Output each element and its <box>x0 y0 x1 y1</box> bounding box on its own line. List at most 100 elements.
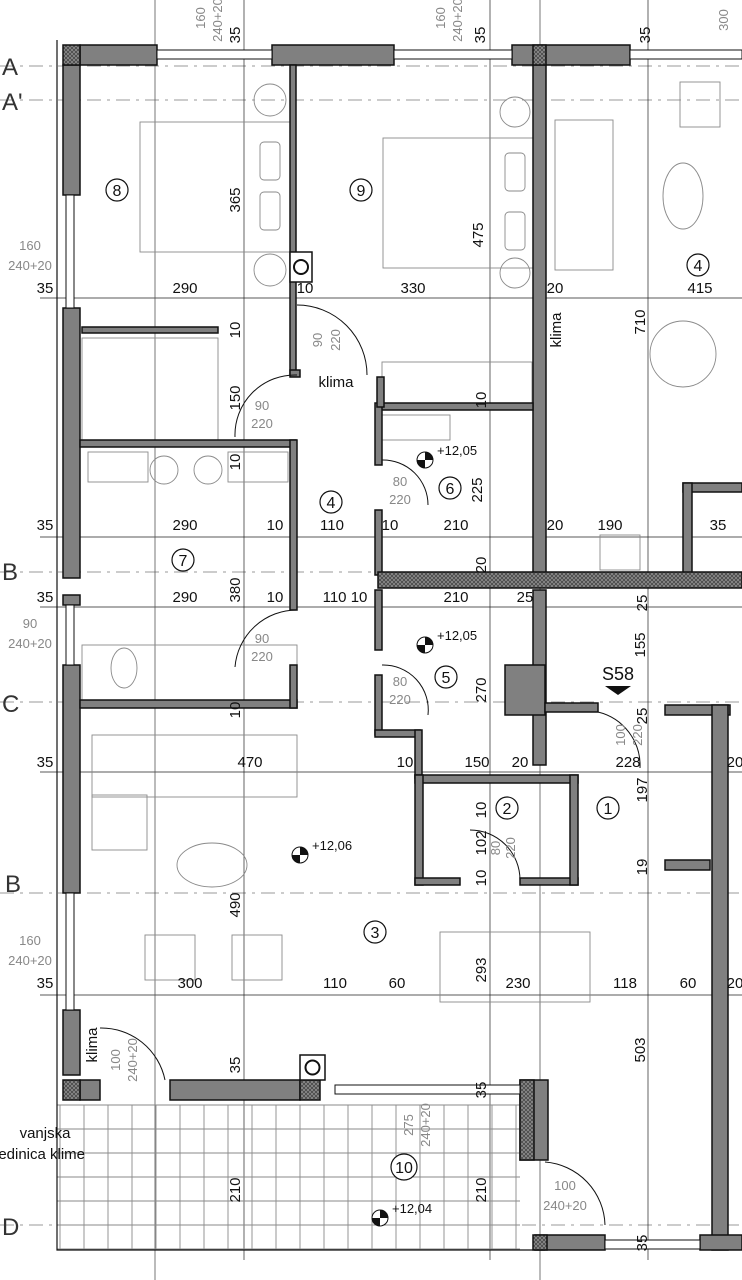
structural-column <box>299 1079 321 1101</box>
wall <box>374 402 383 466</box>
furniture-item <box>139 121 291 253</box>
structural-column <box>62 44 81 66</box>
dimension-label: 240+20 <box>8 636 52 651</box>
dimension-label: 10 <box>227 702 244 719</box>
room-number: 4 <box>327 495 336 512</box>
wall <box>414 774 579 784</box>
nightstand <box>253 83 287 117</box>
window <box>629 49 742 60</box>
room-number: 6 <box>446 481 455 498</box>
dimension-label: 290 <box>172 280 197 297</box>
wall <box>532 64 547 576</box>
dimension-label: 210 <box>227 1177 244 1202</box>
elevation-marker-fill <box>417 637 433 653</box>
wall <box>664 704 731 716</box>
dimension-label: 10 <box>227 454 244 471</box>
klima-label: klima <box>548 312 565 348</box>
elevation-label: +12,05 <box>437 628 477 643</box>
nightstand <box>499 96 531 128</box>
wall <box>271 44 395 66</box>
dimension-label: 90 <box>23 616 37 631</box>
outdoor-unit-label: vanjska <box>20 1125 72 1142</box>
nightstand <box>149 455 179 485</box>
window <box>65 892 75 1011</box>
dimension-label: 60 <box>389 975 406 992</box>
door-size-label: 220 <box>328 329 343 351</box>
furniture-item <box>144 934 196 981</box>
wall <box>289 664 298 709</box>
dimension-label: 415 <box>687 280 712 297</box>
wall <box>569 774 579 886</box>
wall <box>79 439 297 448</box>
dimension-label: 490 <box>227 892 244 917</box>
room-number-circle <box>105 178 129 202</box>
door-size-label: 80 <box>393 674 407 689</box>
dimension-label: 290 <box>172 517 197 534</box>
dimension-label: 20 <box>727 975 742 992</box>
wall <box>504 664 546 716</box>
dimension-label: 10 <box>267 589 284 606</box>
structural-column <box>519 1079 535 1161</box>
dimension-label: 300 <box>177 975 202 992</box>
dimension-label: 190 <box>597 517 622 534</box>
door-size-label: 100 <box>554 1178 576 1193</box>
furniture-item <box>679 81 721 128</box>
furniture-item <box>231 934 283 981</box>
dimension-label: 35 <box>227 27 244 44</box>
dimension-label: 240+20 <box>450 0 465 42</box>
wall <box>414 877 461 886</box>
vent-icon <box>293 259 309 275</box>
room-number-circle <box>438 476 462 500</box>
wall <box>289 64 297 376</box>
pillow <box>259 141 281 181</box>
door-swing <box>381 459 429 506</box>
furniture-item <box>599 534 641 571</box>
dimension-label: 110 <box>320 517 344 534</box>
dimension-label: 503 <box>632 1037 649 1062</box>
wall <box>79 1079 101 1101</box>
rug <box>110 647 138 689</box>
dimension-label: 60 <box>680 975 697 992</box>
dimension-label: 20 <box>727 754 742 771</box>
room-number: 7 <box>179 553 188 570</box>
wall <box>62 594 81 606</box>
dimension-label: 35 <box>37 975 54 992</box>
structural-column <box>62 1079 81 1101</box>
pillow <box>504 152 526 192</box>
furniture-item <box>439 931 591 1003</box>
room-number: 10 <box>395 1160 413 1177</box>
door-size-label: 90 <box>255 398 269 413</box>
dimension-label: 10 <box>473 392 490 409</box>
wall <box>62 307 81 579</box>
dimension-label: 10 <box>267 517 284 534</box>
wall <box>376 376 385 408</box>
dimension-label: 197 <box>634 777 651 802</box>
room-number: 3 <box>371 925 380 942</box>
dimension-label: 293 <box>473 957 490 982</box>
dimension-label: 210 <box>443 517 468 534</box>
room-number-circle <box>363 920 387 944</box>
furniture-item <box>87 451 149 483</box>
door-size-label: 80 <box>488 841 503 855</box>
outline <box>56 40 545 1251</box>
dimension-label: 35 <box>634 1235 651 1252</box>
nightstand <box>499 257 531 289</box>
room-number-circle <box>319 490 343 514</box>
dimension-label: 225 <box>469 477 486 502</box>
window <box>156 49 273 60</box>
dimension-label: 475 <box>470 222 487 247</box>
dimension-label: 20 <box>512 754 529 771</box>
furniture-item <box>379 414 451 441</box>
nightstand <box>193 455 223 485</box>
wall <box>289 439 298 611</box>
klima-label: klima <box>318 374 354 391</box>
dining-table <box>649 320 717 388</box>
dimension-label: 110 10 <box>323 589 368 606</box>
dimension-label: 10 <box>473 802 490 819</box>
door-size-label: 220 <box>503 837 518 859</box>
dimension-label: 210 <box>473 1177 490 1202</box>
door-swing <box>597 711 641 769</box>
dimension-label: 150 <box>464 754 489 771</box>
dimension-label: 230 <box>505 975 530 992</box>
dimension-label: 25 <box>634 595 651 612</box>
